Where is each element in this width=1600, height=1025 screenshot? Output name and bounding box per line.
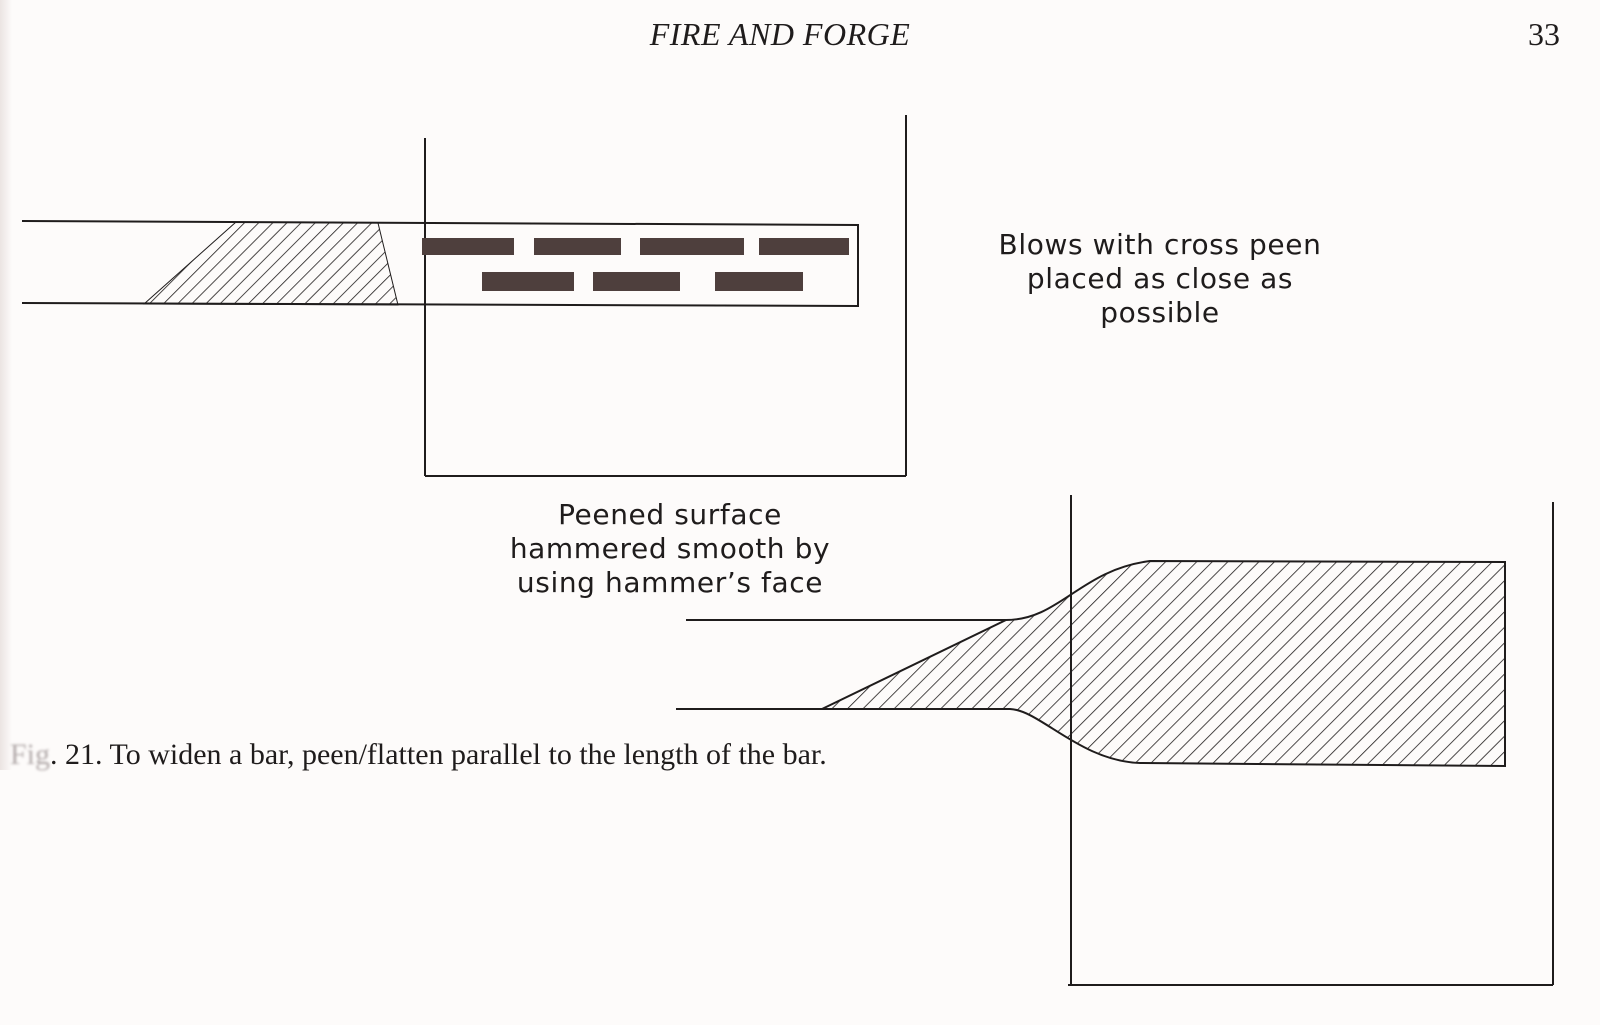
blow-mark bbox=[482, 272, 574, 291]
running-head: FIRE AND FORGE bbox=[649, 16, 911, 52]
bottom-widened-bar bbox=[676, 559, 1506, 768]
page-number: 33 bbox=[1528, 16, 1560, 52]
blow-mark bbox=[534, 238, 621, 255]
caption-text: . 21. To widen a bar, peen/flatten paral… bbox=[50, 738, 827, 771]
blow-mark bbox=[593, 272, 680, 291]
blow-mark bbox=[759, 238, 849, 255]
top-anvil-outline bbox=[424, 115, 907, 477]
blow-mark bbox=[422, 238, 514, 255]
top-bar bbox=[21, 220, 859, 308]
cross-peen-blow-marks bbox=[422, 238, 849, 291]
peened-surface-label: Peened surface hammered smooth by using … bbox=[509, 498, 831, 599]
figure-caption: Fig. 21. To widen a bar, peen/flatten pa… bbox=[10, 738, 1010, 772]
caption-prefix: Fig bbox=[10, 738, 51, 771]
bottom-bar-hatched-widened bbox=[821, 559, 1506, 768]
blow-mark bbox=[640, 238, 744, 255]
cross-peen-blows-label: Blows with cross peen placed as close as… bbox=[998, 228, 1322, 329]
page-edge-shadow bbox=[0, 0, 12, 770]
top-bar-hatched-taper bbox=[142, 221, 399, 306]
blow-mark bbox=[715, 272, 803, 291]
